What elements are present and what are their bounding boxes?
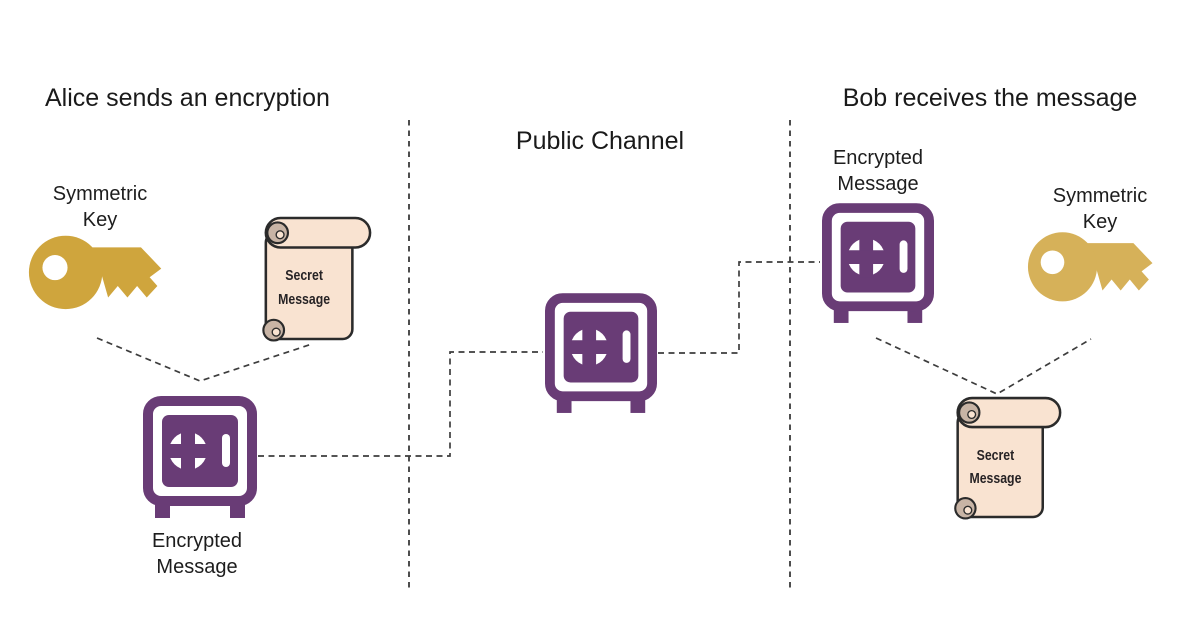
connector-centersafe-to-rightsafe (658, 261, 820, 354)
scroll-icon-right: Secret Message (948, 393, 1064, 523)
key-icon-left (20, 228, 175, 313)
title-public-channel: Public Channel (515, 127, 685, 155)
connector-safe-key-to-scroll-right (875, 337, 1092, 395)
symmetric-key-label-right: Symmetric Key (1052, 185, 1148, 234)
safe-icon-left (143, 396, 257, 520)
encrypted-message-label-left: Encrypted Message (151, 530, 243, 579)
title-alice: Alice sends an encryption (45, 84, 330, 112)
title-bob: Bob receives the message (842, 84, 1138, 112)
scroll-icon-left: Secret Message (256, 213, 374, 345)
key-icon-right (1020, 225, 1165, 305)
safe-icon-center (545, 293, 657, 415)
secret-message-text-left: Secret Message (278, 267, 331, 308)
safe-icon-right (822, 201, 934, 327)
encrypted-message-label-right: Encrypted Message (832, 147, 924, 196)
symmetric-key-label-left: Symmetric Key (52, 183, 148, 232)
connector-leftsafe-to-centersafe (258, 351, 543, 457)
secret-message-text-right: Secret Message (969, 446, 1022, 487)
